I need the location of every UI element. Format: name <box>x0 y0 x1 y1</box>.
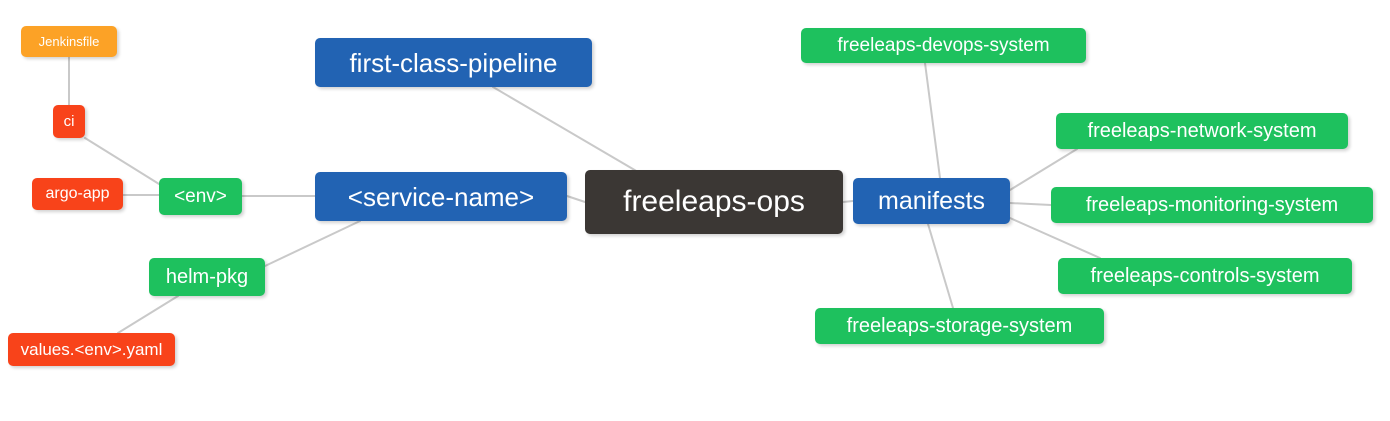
mindmap-node-label: <env> <box>174 186 227 207</box>
mindmap-node-label: freeleaps-controls-system <box>1090 265 1320 287</box>
mindmap-node-label: freeleaps-monitoring-system <box>1085 194 1339 216</box>
edge-service-name-to-helm-pkg <box>264 220 361 267</box>
mindmap-node-argo-app[interactable]: argo-app <box>32 178 123 210</box>
mindmap-node-jenkinsfile[interactable]: Jenkinsfile <box>21 26 117 57</box>
mindmap-node-service-name[interactable]: <service-name> <box>315 172 567 221</box>
edge-manifests-to-storage-system <box>927 223 954 309</box>
mindmap-node-label: freeleaps-ops <box>623 185 805 218</box>
mindmap-node-manifests[interactable]: manifests <box>853 178 1010 224</box>
mindmap-node-controls-system[interactable]: freeleaps-controls-system <box>1058 258 1352 294</box>
edge-manifests-to-controls-system <box>1009 217 1101 259</box>
mindmap-node-label: freeleaps-devops-system <box>837 35 1050 56</box>
mindmap-node-label: freeleaps-storage-system <box>846 315 1073 337</box>
edge-root-to-service-name <box>566 195 586 203</box>
edge-root-to-manifests <box>842 200 854 203</box>
mindmap-node-label: helm-pkg <box>165 266 249 288</box>
mindmap-node-label: ci <box>63 113 75 130</box>
mindmap-node-network-system[interactable]: freeleaps-network-system <box>1056 113 1348 149</box>
mindmap-node-label: <service-name> <box>347 181 535 212</box>
mindmap-node-root[interactable]: freeleaps-ops <box>585 170 843 234</box>
edge-root-to-first-class-pipeline <box>492 86 639 173</box>
mindmap-node-label: manifests <box>878 186 985 215</box>
mindmap-node-label: first-class-pipeline <box>349 47 558 78</box>
mindmap-node-values-yaml[interactable]: values.<env>.yaml <box>8 333 175 366</box>
mindmap-node-devops-system[interactable]: freeleaps-devops-system <box>801 28 1086 63</box>
mindmap-node-helm-pkg[interactable]: helm-pkg <box>149 258 265 296</box>
mindmap-node-label: Jenkinsfile <box>38 34 100 49</box>
mindmap-node-first-class-pipeline[interactable]: first-class-pipeline <box>315 38 592 87</box>
edge-manifests-to-devops-system <box>924 62 941 179</box>
edge-manifests-to-network-system <box>1009 148 1078 191</box>
mindmap-node-label: freeleaps-network-system <box>1087 120 1317 142</box>
edge-helm-pkg-to-values-yaml <box>117 295 179 334</box>
mindmap-node-storage-system[interactable]: freeleaps-storage-system <box>815 308 1104 344</box>
edge-manifests-to-monitoring-system <box>1009 202 1052 206</box>
mindmap-node-label: argo-app <box>45 185 110 202</box>
mindmap-node-env[interactable]: <env> <box>159 178 242 215</box>
mindmap-node-label: values.<env>.yaml <box>20 340 163 359</box>
mindmap-node-monitoring-system[interactable]: freeleaps-monitoring-system <box>1051 187 1373 223</box>
mindmap-node-ci[interactable]: ci <box>53 105 85 138</box>
